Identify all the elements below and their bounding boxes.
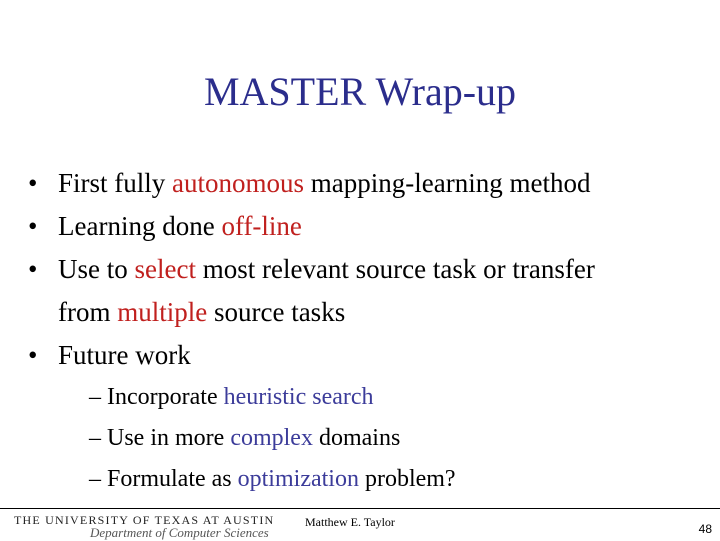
sub-bullet-marker: – — [89, 384, 101, 410]
sub-bullet-item: – Formulate as optimization problem? — [28, 459, 708, 500]
bullet-text: mapping-learning method — [304, 168, 591, 198]
sub-bullet-item: – Use in more complex domains — [28, 418, 708, 459]
bullet-marker: • — [28, 211, 38, 241]
author-name: Matthew E. Taylor — [305, 515, 395, 529]
bullet-text: most relevant source task or transfer — [195, 254, 595, 284]
emphasis-text: multiple — [117, 297, 208, 327]
emphasis-text: off-line — [221, 211, 302, 241]
emphasis-text: autonomous — [172, 168, 305, 198]
university-logo-text: THE UNIVERSITY OF TEXAS AT AUSTIN — [14, 513, 275, 527]
bullet-text: from — [58, 297, 118, 327]
bullet-item: • Future work — [28, 334, 708, 377]
bullet-text: Learning done — [58, 211, 222, 241]
bullet-text: Use to — [58, 254, 135, 284]
emphasis-text: heuristic search — [223, 384, 374, 410]
bullet-text: problem? — [358, 466, 456, 492]
bullet-text: Incorporate — [107, 384, 224, 410]
emphasis-text: select — [134, 254, 196, 284]
bullet-text: source tasks — [207, 297, 346, 327]
bullet-marker: • — [28, 254, 38, 284]
footer-divider — [0, 508, 720, 509]
bullet-marker: • — [28, 340, 38, 370]
bullet-marker: • — [28, 168, 38, 198]
sub-bullet-marker: – — [89, 425, 101, 451]
department-name: Department of Computer Sciences — [90, 525, 269, 540]
sub-bullet-marker: – — [89, 466, 101, 492]
page-number: 48 — [698, 522, 712, 536]
emphasis-text: optimization — [237, 466, 359, 492]
bullet-list: • First fully autonomous mapping-learnin… — [28, 162, 708, 500]
bullet-item: • First fully autonomous mapping-learnin… — [28, 162, 708, 205]
slide-footer: THE UNIVERSITY OF TEXAS AT AUSTIN Depart… — [0, 508, 720, 540]
bullet-text: Future work — [58, 340, 191, 370]
bullet-item: • Use to select most relevant source tas… — [28, 248, 708, 334]
bullet-text: Use in more — [107, 425, 231, 451]
bullet-item: • Learning done off-line — [28, 205, 708, 248]
emphasis-text: complex — [230, 425, 313, 451]
bullet-text: First fully — [58, 168, 173, 198]
sub-bullet-item: – Incorporate heuristic search — [28, 377, 708, 418]
bullet-text: domains — [312, 425, 401, 451]
bullet-text: Formulate as — [107, 466, 238, 492]
slide-title: MASTER Wrap-up — [203, 69, 517, 114]
